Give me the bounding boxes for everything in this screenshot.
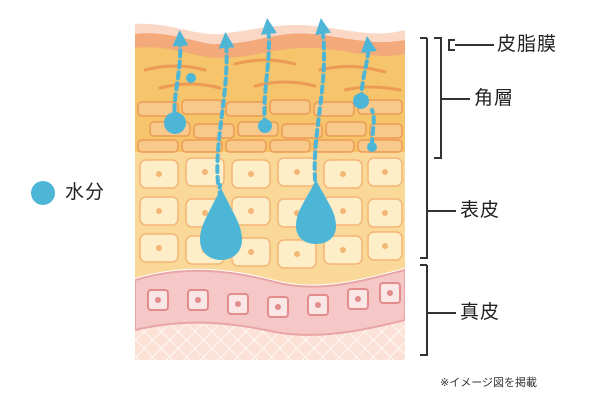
water-drops bbox=[164, 73, 377, 260]
epidermis-label: 表皮 bbox=[460, 199, 501, 221]
image-note: ※イメージ図を掲載 bbox=[440, 376, 537, 389]
layer-brackets bbox=[420, 37, 494, 356]
dermis-label: 真皮 bbox=[460, 301, 501, 323]
water-legend-label: 水分 bbox=[65, 181, 106, 203]
water-legend-icon bbox=[31, 181, 55, 205]
stratum-corneum-label: 角層 bbox=[474, 87, 515, 109]
corneum-flakes bbox=[143, 58, 402, 92]
sebum-membrane-label: 皮脂膜 bbox=[497, 33, 558, 55]
corneum-cells bbox=[137, 99, 403, 153]
